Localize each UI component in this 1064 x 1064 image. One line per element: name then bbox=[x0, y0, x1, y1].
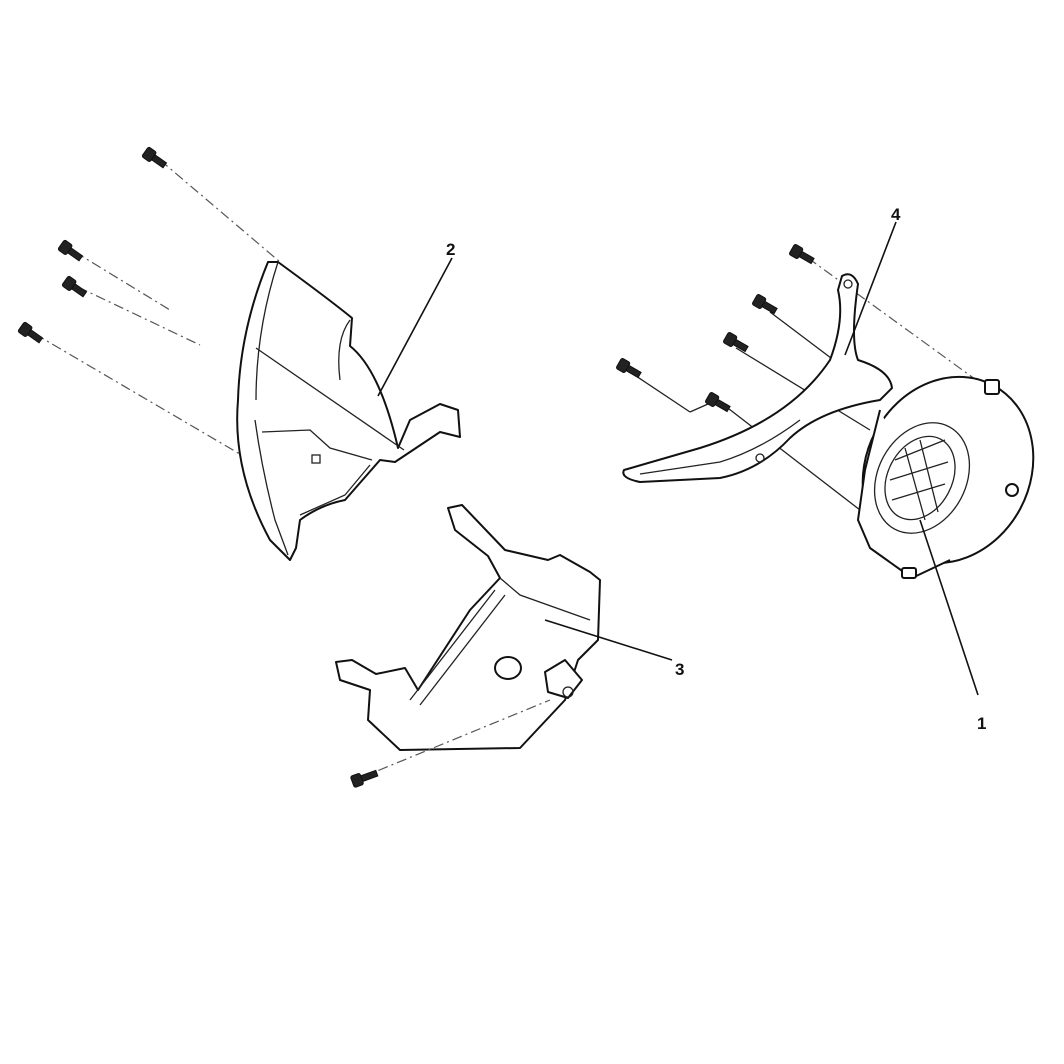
callout-3: 3 bbox=[675, 660, 685, 679]
callout-4: 4 bbox=[891, 205, 901, 224]
bolt-group-left bbox=[17, 146, 281, 461]
leader-lines bbox=[377, 221, 979, 696]
callout-1: 1 bbox=[977, 714, 987, 733]
part-2-upper-shroud bbox=[236, 261, 461, 561]
part-3-lower-shroud bbox=[335, 504, 601, 788]
part-4-bracket bbox=[622, 273, 893, 483]
callout-2: 2 bbox=[446, 240, 456, 259]
part-1-fan-cover bbox=[857, 375, 1035, 579]
